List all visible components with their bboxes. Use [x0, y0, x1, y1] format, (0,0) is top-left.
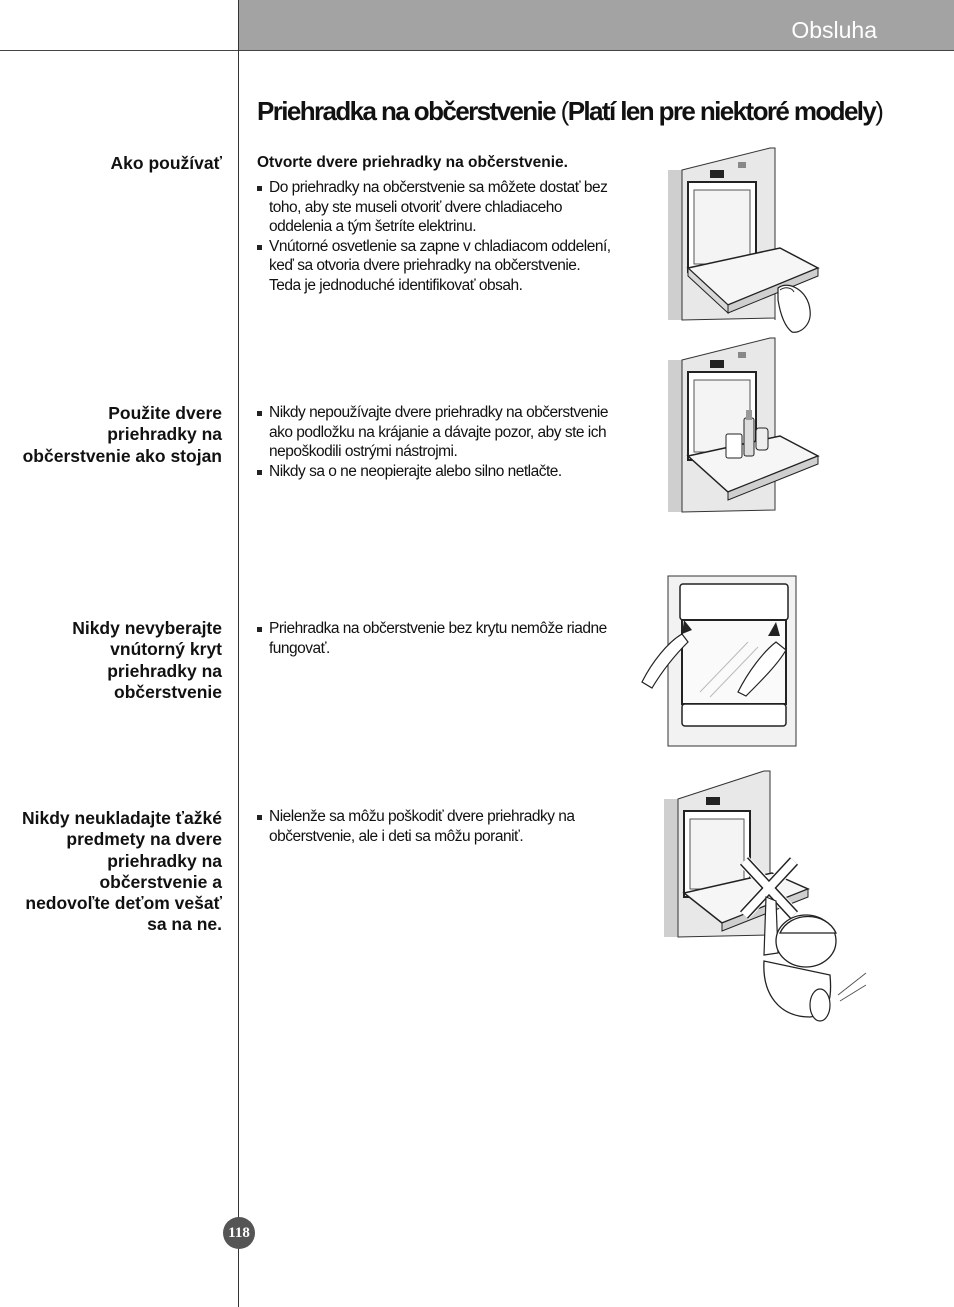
illustration-inner-cover [641, 575, 797, 747]
bullet-list-inner-cover: Priehradka na občerstvenie bez krytu nem… [257, 619, 612, 658]
bullet-item: Nikdy sa o ne neopierajte alebo silno ne… [257, 462, 612, 482]
page-title-main: Priehradka na občerstvenie [257, 96, 561, 126]
header-bar: Obsluha [239, 0, 954, 50]
bullet-list-how-to-use: Do priehradky na občerstvenie sa môžete … [257, 178, 612, 295]
section-label-inner-cover: Nikdy nevyberajte vnútorný kryt priehrad… [72, 618, 222, 702]
bullet-list-heavy-objects: Nielenže sa môžu poškodiť dvere priehrad… [257, 807, 612, 846]
illustration-child-hanging-warning [664, 770, 867, 1022]
bullet-list-door-as-stand: Nikdy nepoužívajte dvere priehradky na o… [257, 403, 612, 481]
page-title-qualifier: Platí len pre niektoré modely [567, 96, 877, 126]
bullet-item: Nikdy nepoužívajte dvere priehradky na o… [257, 403, 612, 462]
page-title-open-paren: ( [560, 96, 570, 126]
section-heading-open-door: Otvorte dvere priehradky na občerstvenie… [257, 154, 568, 171]
page-number: 118 [223, 1217, 255, 1249]
page-title-close-paren: ) [875, 96, 884, 126]
bullet-item: Do priehradky na občerstvenie sa môžete … [257, 178, 612, 237]
section-label-door-as-stand: Použite dvere priehradky na občerstvenie… [22, 403, 222, 466]
illustration-door-as-stand [668, 337, 820, 513]
illustration-open-door [668, 147, 820, 333]
header-title: Obsluha [791, 17, 877, 43]
bullet-item: Priehradka na občerstvenie bez krytu nem… [257, 619, 612, 658]
section-label-how-to-use: Ako používať [110, 153, 222, 173]
vertical-divider [238, 0, 239, 1307]
bullet-item: Nielenže sa môžu poškodiť dvere priehrad… [257, 807, 612, 846]
header-divider [0, 50, 954, 51]
section-label-heavy-objects: Nikdy neukladajte ťažké predmety na dver… [22, 808, 222, 935]
page-title: Priehradka na občerstvenie (Platí len pr… [257, 96, 884, 127]
bullet-item: Vnútorné osvetlenie sa zapne v chladiaco… [257, 237, 612, 296]
